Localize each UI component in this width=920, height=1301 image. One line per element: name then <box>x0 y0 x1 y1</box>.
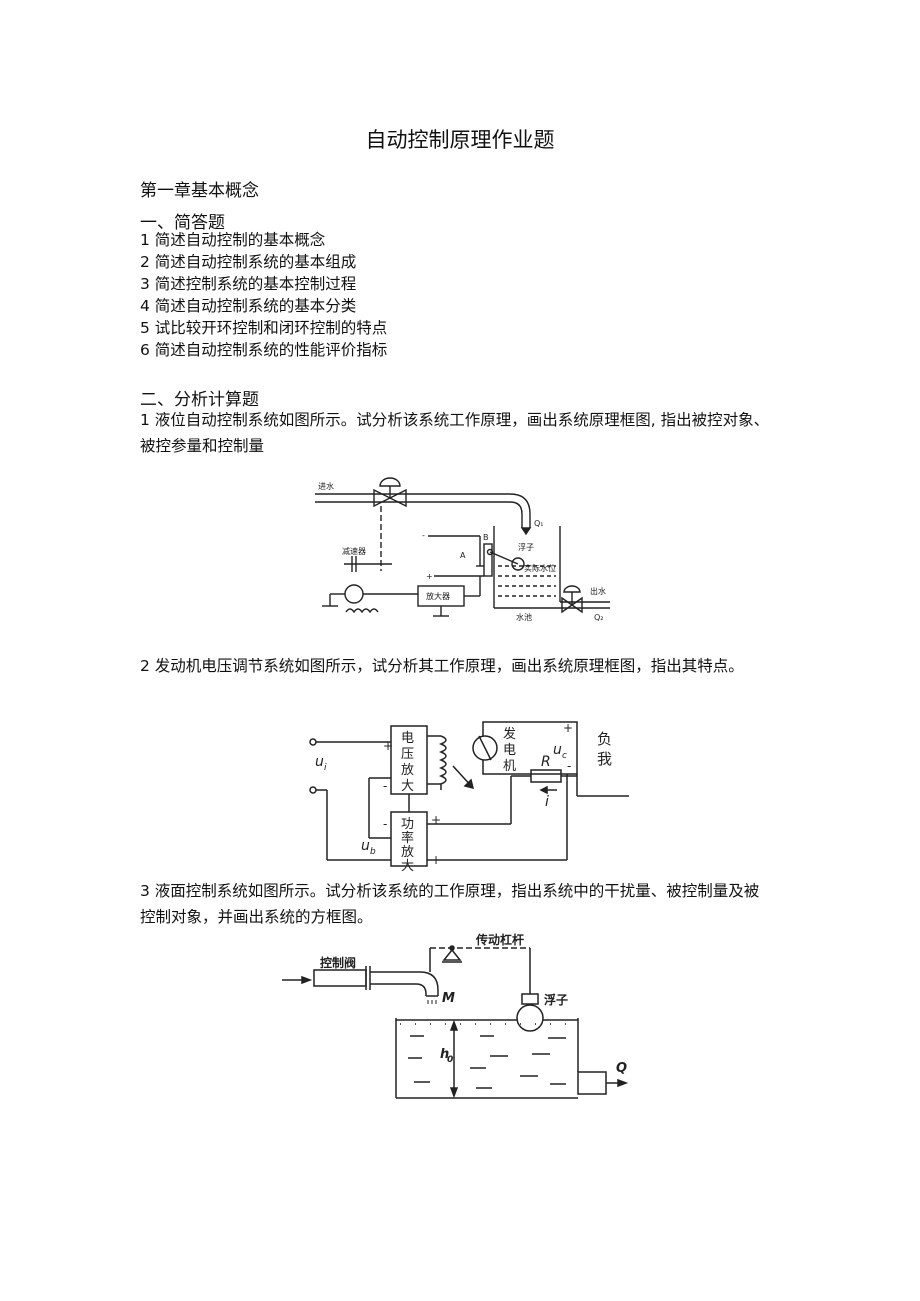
reducer-label: 减速器 <box>342 546 366 556</box>
load-char-1: 负 <box>597 730 612 748</box>
m-label: M <box>442 991 455 1006</box>
question-1: 1 液位自动控制系统如图所示。试分析该系统工作原理，画出系统原理框图, 指出被控… <box>140 411 770 455</box>
outflow-label: 出水 <box>590 586 606 596</box>
generator-char-2: 电 <box>503 743 516 758</box>
svg-text:-: - <box>383 779 387 793</box>
ub-label: u <box>361 838 370 854</box>
uc-subscript: c <box>562 751 567 761</box>
q1-label: Q₁ <box>534 519 544 528</box>
voltage-amp-char-1: 电 <box>401 731 414 746</box>
voltage-amp-char-3: 放 <box>401 763 414 778</box>
lever-label: 传动杠杆 <box>475 932 524 947</box>
generator-char-1: 发 <box>503 726 516 742</box>
question-item: 2 简述自动控制系统的基本组成 <box>140 253 357 271</box>
q-label: Q <box>616 1061 627 1076</box>
h0-label: h <box>440 1047 449 1062</box>
section2-heading: 二、分析计算题 <box>140 390 259 410</box>
question-3: 3 液面控制系统如图所示。试分析该系统的工作原理，指出系统中的干扰量、被控制量及… <box>140 882 760 926</box>
ui-label: u <box>315 754 324 770</box>
plus-sign: + <box>426 572 433 581</box>
question-item: 5 试比较开环控制和闭环控制的特点 <box>140 319 388 337</box>
question-2: 2 发动机电压调节系统如图所示，试分析其工作原理，画出系统原理框图，指出其特点。 <box>140 657 744 675</box>
h0-subscript: 0 <box>447 1055 453 1065</box>
float-label-3: 浮子 <box>544 992 568 1007</box>
actual-level-label: 实际水位 <box>524 563 556 573</box>
resistor-label: R <box>541 754 551 770</box>
uc-label: u <box>553 742 562 758</box>
inflow-label: 进水 <box>318 481 334 491</box>
power-amp-char-3: 放 <box>401 845 414 860</box>
svg-text:-: - <box>567 759 571 773</box>
power-amp-char-4: 大 <box>401 859 414 874</box>
question-item: 6 简述自动控制系统的性能评价指标 <box>140 341 388 359</box>
chapter-heading: 第一章基本概念 <box>140 181 259 201</box>
voltage-amp-char-4: 大 <box>401 779 414 794</box>
figure-2-generator-regulation: + - - + + + - 电 压 放 大 功 率 放 大 发 电 机 负 我 … <box>309 721 629 874</box>
question-item: 1 简述自动控制的基本概念 <box>140 231 326 249</box>
question-item: 4 简述自动控制系统的基本分类 <box>140 297 357 315</box>
amplifier-label: 放大器 <box>426 591 450 601</box>
current-label: i <box>545 794 549 810</box>
svg-text:+: + <box>563 721 573 735</box>
float-label: 浮子 <box>518 542 534 552</box>
figure-3-surface-control: 传动杠杆 控制阀 浮子 M h 0 Q <box>282 932 629 1099</box>
question-item: 3 简述控制系统的基本控制过程 <box>140 275 357 293</box>
load-char-2: 我 <box>597 750 612 768</box>
figure-1-level-control: 进水 Q₁ 减速器 A B 浮子 实际水位 放大器 出水 Q₂ 水池 - + <box>315 477 610 622</box>
ui-subscript: i <box>324 763 327 773</box>
minus-sign: - <box>422 531 425 540</box>
svg-text:+: + <box>383 739 393 753</box>
tank-label: 水池 <box>516 612 532 622</box>
svg-text:-: - <box>383 817 387 831</box>
pot-b-label: B <box>483 533 489 542</box>
ub-subscript: b <box>370 847 376 857</box>
power-amp-char-1: 功 <box>401 817 414 832</box>
section1-heading: 一、简答题 <box>140 213 225 233</box>
svg-text:+: + <box>431 813 441 827</box>
page-title: 自动控制原理作业题 <box>365 128 555 152</box>
generator-char-3: 机 <box>503 759 516 774</box>
q2-label: Q₂ <box>594 613 604 622</box>
power-amp-char-2: 率 <box>401 830 414 846</box>
voltage-amp-char-2: 压 <box>401 747 414 762</box>
pot-a-label: A <box>460 551 466 560</box>
valve-label: 控制阀 <box>320 955 356 970</box>
svg-text:+: + <box>431 853 441 867</box>
